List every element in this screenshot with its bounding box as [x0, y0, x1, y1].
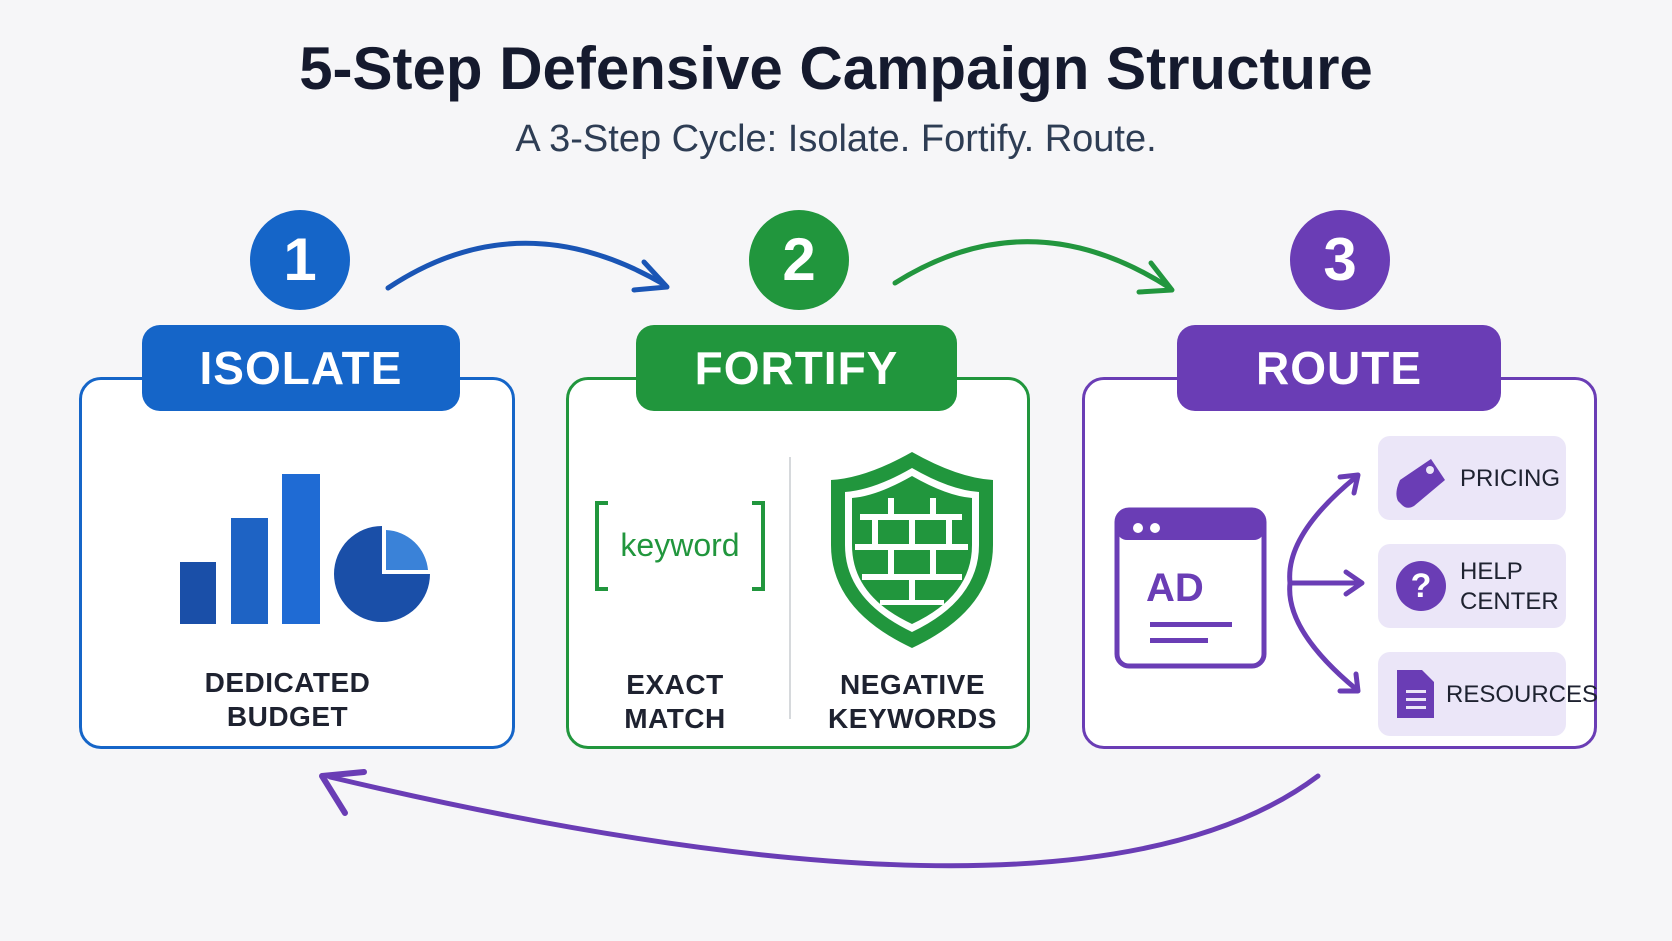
browser-ad-icon [1114, 507, 1267, 669]
arrow-route-to-isolate [327, 773, 1321, 869]
step-1-number: 1 [250, 210, 350, 310]
page-title: 5-Step Defensive Campaign Structure [299, 35, 1373, 102]
route-label: ROUTE [1177, 325, 1501, 411]
pricing-label: PRICING [1460, 465, 1561, 492]
question-icon [1396, 561, 1446, 611]
price-tag-icon [1396, 459, 1445, 508]
document-icon [1397, 670, 1434, 718]
bar-chart-icon [180, 474, 320, 624]
resources-label: RESOURCES [1446, 681, 1599, 708]
step-3-number: 3 [1290, 210, 1390, 310]
arrow-fortify-to-route [892, 239, 1173, 291]
isolate-caption: DEDICATED BUDGET [150, 666, 425, 734]
step-2-number: 2 [749, 210, 849, 310]
exact-match-caption: EXACT MATCH [624, 669, 726, 734]
fortify-label: FORTIFY [636, 325, 957, 411]
page-subtitle: A 3-Step Cycle: Isolate. Fortify. Route. [515, 118, 1157, 160]
negative-keywords-caption: NEGATIVE KEYWORDS [828, 669, 997, 734]
question-mark-glyph: ? [1410, 567, 1432, 605]
arrow-isolate-to-fortify [385, 240, 668, 291]
shield-wall-icon [831, 452, 993, 648]
keyword-text: keyword [620, 527, 740, 563]
keyword-brackets-icon [595, 501, 765, 591]
dedicated-budget-text: DEDICATED BUDGET [204, 667, 371, 732]
pie-chart-icon [334, 526, 430, 622]
ad-text: AD [1146, 566, 1204, 610]
isolate-label: ISOLATE [142, 325, 460, 411]
help-center-label: HELP CENTER [1460, 558, 1559, 615]
fortify-divider [789, 457, 791, 719]
route-branch-arrows [1287, 472, 1365, 694]
